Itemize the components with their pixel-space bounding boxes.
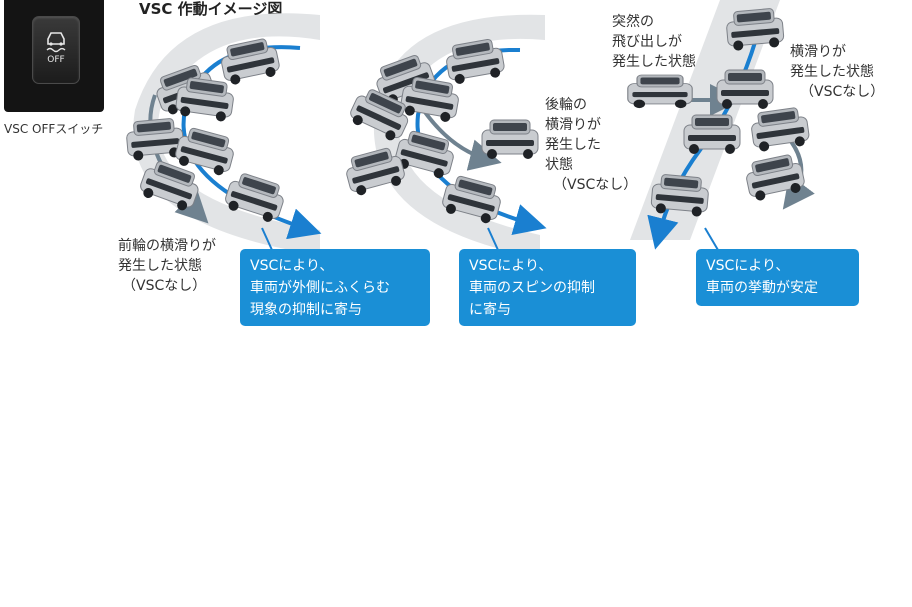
- panel-2-note: 後輪の 横滑りが 発生した 状態 （VSCなし）: [545, 95, 637, 195]
- car-figure: [627, 74, 693, 109]
- note-line: 発生した状態: [118, 258, 202, 274]
- car-figure: [481, 119, 539, 160]
- note-line: 状態: [545, 157, 573, 173]
- note-line: 発生した状態: [790, 64, 874, 80]
- callout-line: VSCにより、: [706, 258, 790, 274]
- callout-line: VSCにより、: [250, 258, 334, 274]
- panel-1-callout: VSCにより、 車両が外側にふくらむ 現象の抑制に寄与: [240, 249, 430, 326]
- switch-off-label: OFF: [47, 55, 65, 65]
- panel-3-callout: VSCにより、 車両の挙動が安定: [696, 249, 859, 306]
- callout-line: 車両のスピンの抑制: [469, 280, 595, 296]
- panel-3-scene: [627, 0, 815, 250]
- car-figure: [683, 114, 741, 155]
- callout-line: VSCにより、: [469, 258, 553, 274]
- note-line: （VSCなし）: [122, 278, 207, 294]
- callout-line: 現象の抑制に寄与: [250, 302, 362, 318]
- note-line: （VSCなし）: [553, 177, 638, 193]
- panel-3-note: 突然の 飛び出しが 発生した状態: [612, 12, 696, 72]
- diagram-title: VSC 作動イメージ図: [139, 0, 283, 18]
- car-figure: [748, 105, 811, 154]
- panel-3-callout-pointer: [704, 227, 719, 251]
- note-line: 前輪の横滑りが: [118, 238, 216, 254]
- panel-2-callout-pointer: [487, 227, 499, 251]
- note-line: 横滑りが: [790, 44, 846, 60]
- note-line: 飛び出しが: [612, 34, 682, 50]
- note-line: 突然の: [612, 14, 654, 30]
- note-line: 発生した: [545, 137, 601, 153]
- panel-1-callout-pointer: [261, 227, 273, 251]
- switch-caption: VSC OFFスイッチ: [4, 122, 104, 136]
- note-line: 後輪の: [545, 97, 587, 113]
- panel-3-note-2: 横滑りが 発生した状態 （VSCなし）: [790, 42, 884, 102]
- note-line: （VSCなし）: [800, 84, 885, 100]
- panel-2-callout: VSCにより、 車両のスピンの抑制 に寄与: [459, 249, 636, 326]
- vsc-off-switch-button: OFF: [32, 16, 80, 84]
- note-line: 発生した状態: [612, 54, 696, 70]
- car-figure: [742, 152, 807, 203]
- vsc-off-switch-photo: OFF: [4, 0, 104, 112]
- panel-1-note: 前輪の横滑りが 発生した状態 （VSCなし）: [118, 236, 216, 296]
- callout-line: に寄与: [469, 302, 511, 318]
- callout-line: 車両の挙動が安定: [706, 280, 818, 296]
- skid-car-icon: [46, 32, 66, 53]
- car-figure: [716, 69, 774, 110]
- note-line: 横滑りが: [545, 117, 601, 133]
- panel-2-scene: [342, 14, 547, 258]
- panel-1-scene: [124, 13, 322, 255]
- callout-line: 車両が外側にふくらむ: [250, 280, 390, 296]
